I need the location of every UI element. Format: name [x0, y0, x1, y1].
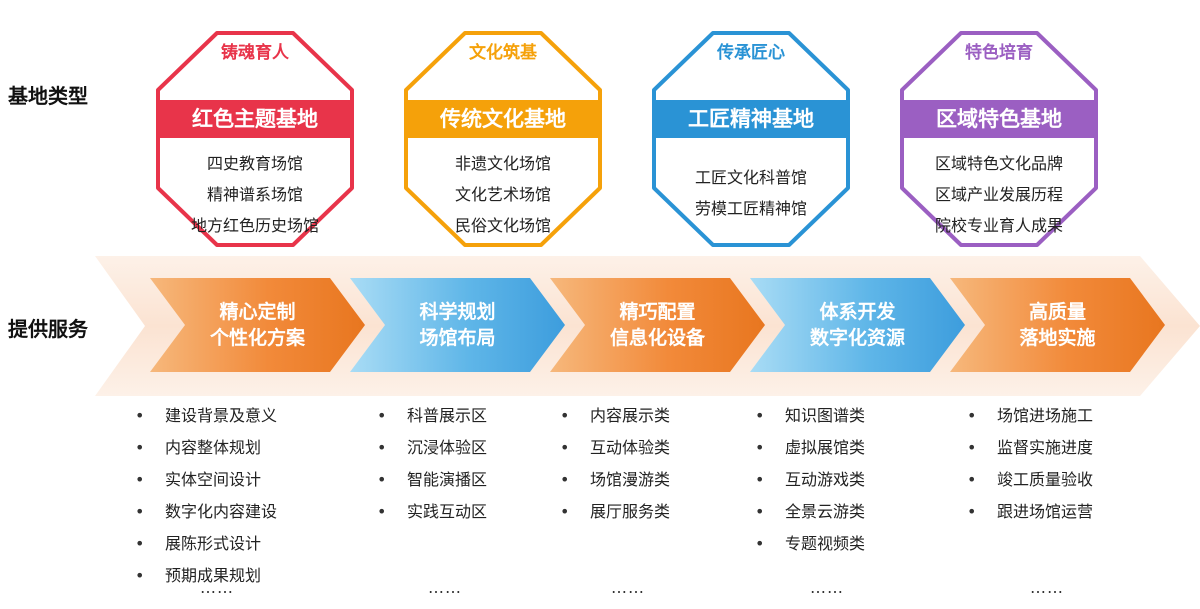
base-items: 四史教育场馆 精神谱系场馆 地方红色历史场馆: [155, 148, 355, 241]
more-ellipsis: ……: [810, 578, 844, 597]
list-item: 竣工质量验收: [967, 464, 1093, 496]
service-step-line2: 信息化设备: [609, 327, 705, 349]
base-item: 四史教育场馆: [206, 154, 303, 173]
list-item: 内容整体规划: [135, 432, 277, 464]
base-item: 工匠文化科普馆: [694, 168, 807, 187]
base-title: 工匠精神基地: [656, 100, 846, 138]
service-step-line1: 科学规划: [419, 301, 496, 323]
base-tag: 文化筑基: [469, 43, 537, 63]
base-item: 地方红色历史场馆: [190, 216, 319, 235]
service-step-line1: 精巧配置: [619, 301, 696, 323]
list-item: 实践互动区: [377, 496, 487, 528]
list-item: 跟进场馆运营: [967, 496, 1093, 528]
hexagon-frame-icon: [900, 31, 1098, 247]
list-item: 展厅服务类: [560, 496, 670, 528]
base-card-blue: 传承匠心 工匠精神基地 工匠文化科普馆 劳模工匠精神馆: [651, 30, 851, 248]
service-step-line2: 落地实施: [1019, 327, 1096, 349]
base-tag: 铸魂育人: [221, 43, 289, 63]
base-card-orange: 文化筑基 传统文化基地 非遗文化场馆 文化艺术场馆 民俗文化场馆: [403, 30, 603, 248]
list-item: 数字化内容建设: [135, 496, 277, 528]
base-item: 精神谱系场馆: [206, 185, 303, 204]
service-step-1: 精心定制 个性化方案: [150, 278, 365, 372]
hexagon-frame-icon: [404, 31, 602, 247]
more-ellipsis: ……: [611, 578, 645, 597]
base-title: 区域特色基地: [904, 100, 1094, 138]
base-tag: 传承匠心: [717, 43, 785, 63]
base-item: 民俗文化场馆: [454, 216, 551, 235]
service-items-list: 场馆进场施工 监督实施进度 竣工质量验收 跟进场馆运营: [967, 400, 1093, 528]
service-step-4: 体系开发 数字化资源: [750, 278, 965, 372]
hexagon-frame-icon: [156, 31, 354, 247]
list-item: 全景云游类: [755, 496, 865, 528]
hexagon-frame-icon: [652, 31, 850, 247]
base-tag: 特色培育: [965, 43, 1033, 63]
list-item: 场馆漫游类: [560, 464, 670, 496]
label-base-types: 基地类型: [8, 84, 88, 108]
base-items: 区域特色文化品牌 区域产业发展历程 院校专业育人成果: [899, 148, 1099, 241]
base-item: 区域产业发展历程: [934, 185, 1063, 204]
service-step-line1: 体系开发: [819, 301, 896, 323]
list-item: 监督实施进度: [967, 432, 1093, 464]
base-item: 院校专业育人成果: [934, 216, 1063, 235]
service-step-line2: 个性化方案: [209, 327, 305, 349]
list-item: 智能演播区: [377, 464, 487, 496]
list-item: 建设背景及意义: [135, 400, 277, 432]
more-ellipsis: ……: [428, 578, 462, 597]
list-item: 展陈形式设计: [135, 528, 277, 560]
list-item: 专题视频类: [755, 528, 865, 560]
base-item: 区域特色文化品牌: [934, 154, 1063, 173]
service-step-5: 高质量 落地实施: [950, 278, 1165, 372]
base-card-red: 铸魂育人 红色主题基地 四史教育场馆 精神谱系场馆 地方红色历史场馆: [155, 30, 355, 248]
list-item: 互动体验类: [560, 432, 670, 464]
list-item: 预期成果规划: [135, 560, 277, 592]
service-step-line1: 精心定制: [219, 301, 296, 323]
list-item: 互动游戏类: [755, 464, 865, 496]
list-item: 场馆进场施工: [967, 400, 1093, 432]
service-step-line2: 数字化资源: [809, 327, 905, 349]
base-items: 非遗文化场馆 文化艺术场馆 民俗文化场馆: [403, 148, 603, 241]
base-card-purple: 特色培育 区域特色基地 区域特色文化品牌 区域产业发展历程 院校专业育人成果: [899, 30, 1099, 248]
service-step-line2: 场馆布局: [419, 327, 496, 349]
service-step-3: 精巧配置 信息化设备: [550, 278, 765, 372]
service-items-list: 内容展示类 互动体验类 场馆漫游类 展厅服务类: [560, 400, 670, 528]
list-item: 内容展示类: [560, 400, 670, 432]
label-services: 提供服务: [8, 317, 88, 341]
more-ellipsis: ……: [1030, 578, 1064, 597]
list-item: 科普展示区: [377, 400, 487, 432]
list-item: 沉浸体验区: [377, 432, 487, 464]
service-step-2: 科学规划 场馆布局: [350, 278, 565, 372]
base-item: 非遗文化场馆: [454, 154, 551, 173]
base-items: 工匠文化科普馆 劳模工匠精神馆: [651, 162, 851, 224]
list-item: 虚拟展馆类: [755, 432, 865, 464]
base-item: 文化艺术场馆: [454, 185, 551, 204]
base-title: 红色主题基地: [160, 100, 350, 138]
more-ellipsis: ……: [200, 578, 234, 597]
service-items-list: 建设背景及意义 内容整体规划 实体空间设计 数字化内容建设 展陈形式设计 预期成…: [135, 400, 277, 592]
service-items-list: 科普展示区 沉浸体验区 智能演播区 实践互动区: [377, 400, 487, 528]
list-item: 知识图谱类: [755, 400, 865, 432]
base-title: 传统文化基地: [408, 100, 598, 138]
service-items-list: 知识图谱类 虚拟展馆类 互动游戏类 全景云游类 专题视频类: [755, 400, 865, 560]
list-item: 实体空间设计: [135, 464, 277, 496]
service-step-line1: 高质量: [1028, 301, 1086, 323]
base-item: 劳模工匠精神馆: [694, 199, 807, 218]
